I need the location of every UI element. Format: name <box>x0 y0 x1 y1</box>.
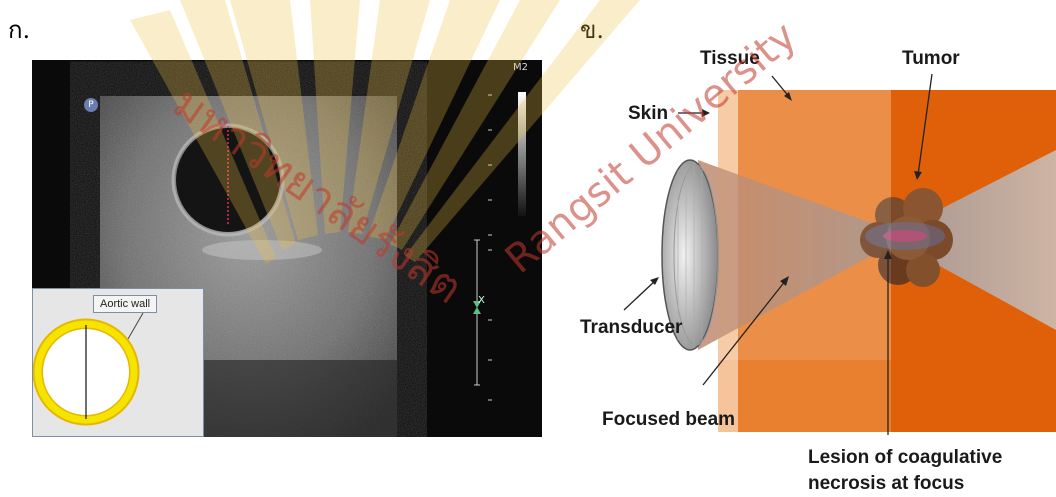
ultrasound-image: M2 P X Aortic wall <box>32 60 542 437</box>
transducer-label: Transducer <box>580 317 682 339</box>
lesion-label-line2: necrosis at focus <box>808 473 964 495</box>
tumor-label: Tumor <box>902 48 960 70</box>
x-marker: X <box>478 295 485 306</box>
aortic-wall-label: Aortic wall <box>93 295 157 313</box>
hifu-diagram: Tissue Tumor Skin Transducer Focused bea… <box>578 40 1056 497</box>
gray-scale-bar <box>518 92 526 216</box>
aortic-wall-inset: Aortic wall <box>32 288 204 437</box>
transducer-arrow <box>624 280 656 310</box>
focused-beam-label: Focused beam <box>602 409 735 431</box>
skin-label: Skin <box>628 103 668 125</box>
tissue-label: Tissue <box>700 48 760 70</box>
mode-label: M2 <box>513 62 528 73</box>
panel-a-label: ก. <box>8 10 30 49</box>
lesion-label-line1: Lesion of coagulative <box>808 447 1002 469</box>
probe-marker-icon: P <box>84 98 98 112</box>
